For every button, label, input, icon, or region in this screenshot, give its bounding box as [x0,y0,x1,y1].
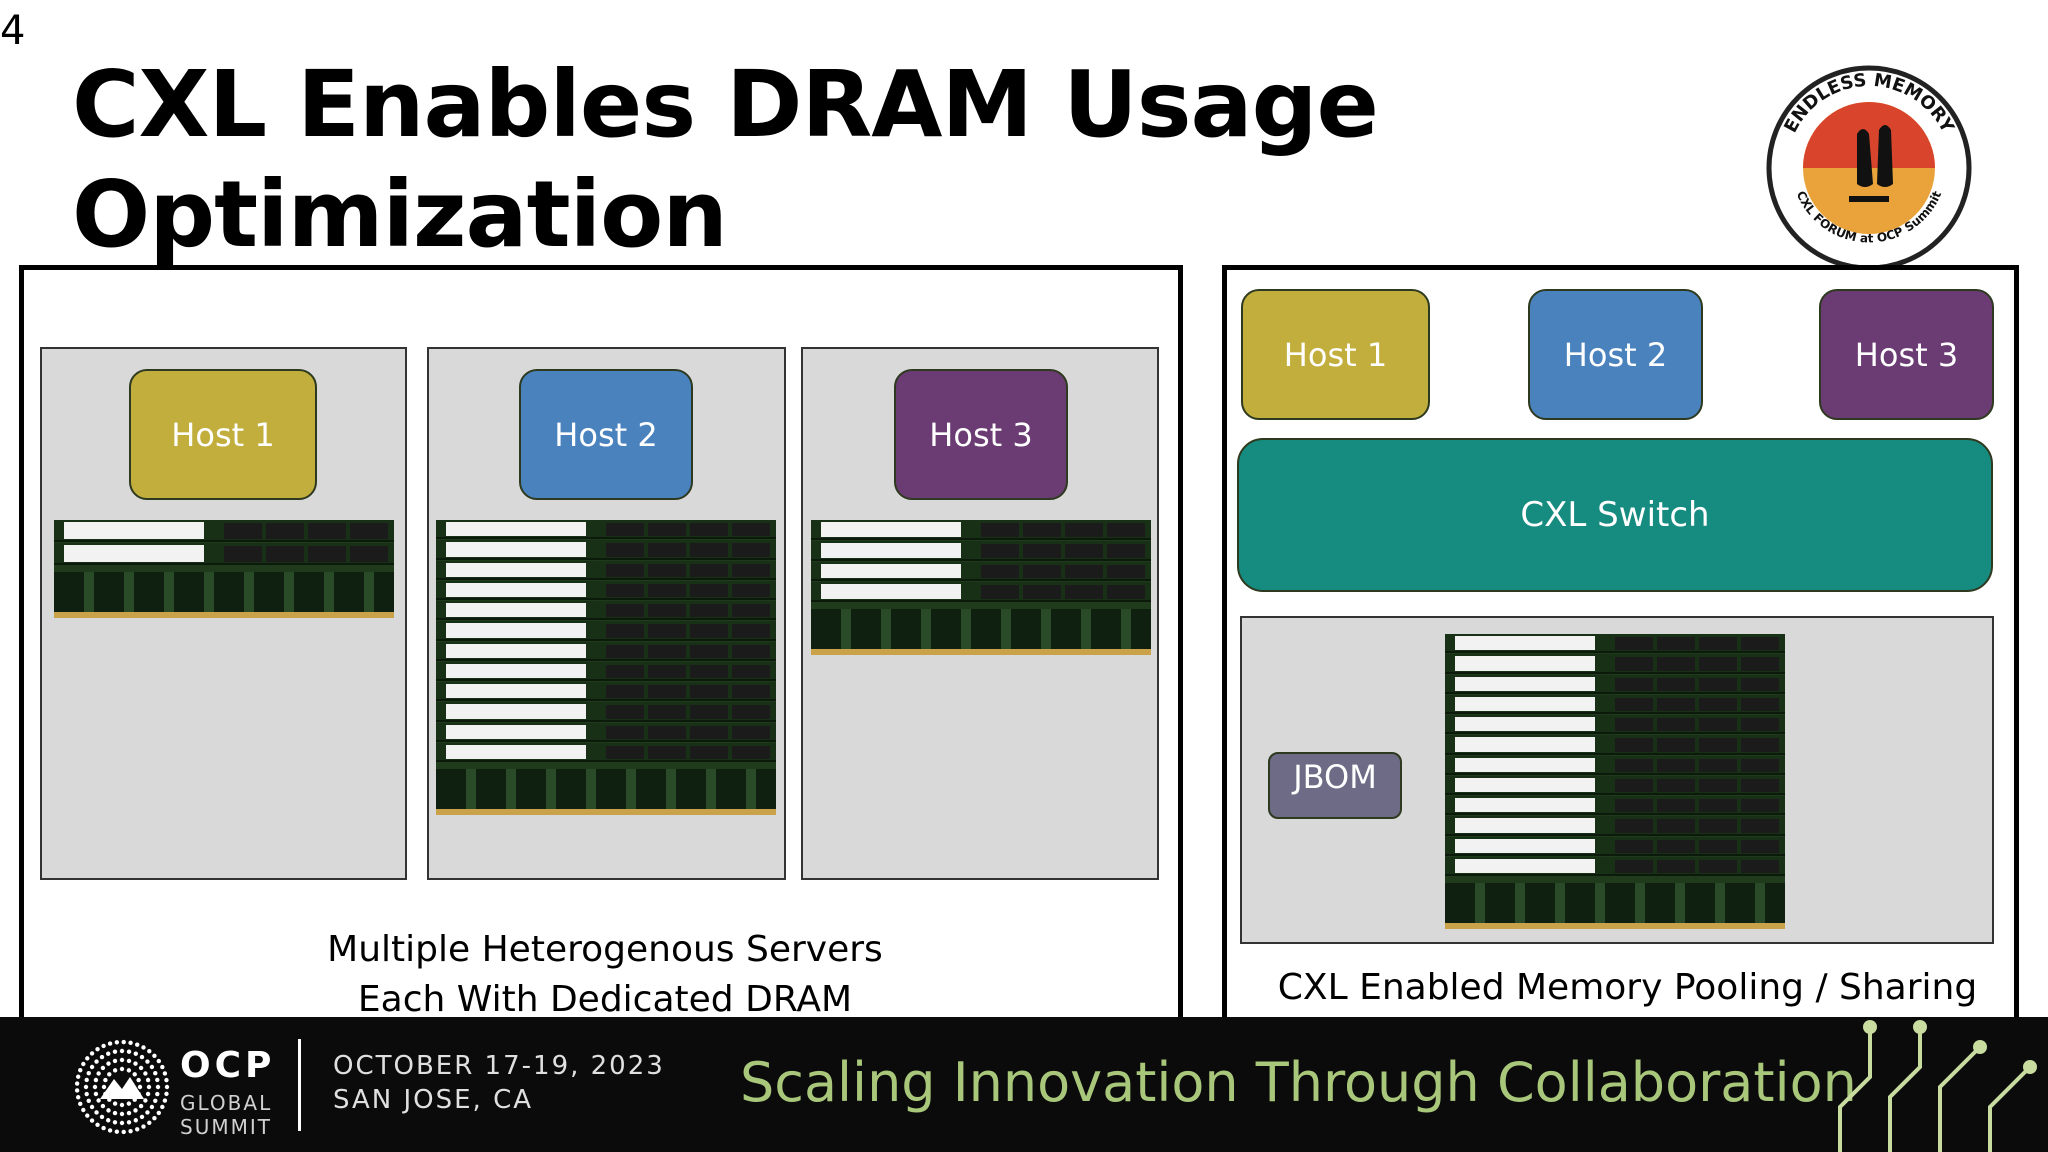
left-panel-caption: Multiple Heterogenous Servers Each With … [220,925,990,1025]
dram-stick [1445,735,1785,755]
dram-stick [1445,816,1785,836]
dram-stick [811,561,1151,582]
jbom-box: JBOM [1268,752,1402,819]
dram-stick [436,540,776,560]
dram-stick [811,520,1151,540]
ocp-sub-summit: SUMMIT [180,1115,272,1139]
right-panel-caption: CXL Enabled Memory Pooling / Sharing [1277,967,1978,1008]
dram-stick [1445,755,1785,775]
dram-stick [1445,674,1785,694]
dram-stick [436,742,776,762]
dram-stick [436,702,776,722]
dram-stick [436,641,776,661]
dram-stick [811,540,1151,561]
dram-stick [54,543,394,565]
event-location: SAN JOSE, CA [333,1085,534,1115]
summit-tagline: Scaling Innovation Through Collaboration [740,1051,1857,1114]
dram-stick [436,601,776,621]
title-line-2: Optimization [72,161,728,268]
dram-stick [1445,634,1785,654]
dram-module-stack-2 [436,520,776,815]
ocp-wordmark: OCP [180,1045,276,1086]
dram-stick [436,661,776,681]
cxl-switch-box: CXL Switch [1237,438,1993,592]
circuit-trace-decoration-icon [1838,1020,2037,1152]
dram-stick [436,682,776,702]
dram-stick [1445,715,1785,735]
dram-stick [1445,856,1785,876]
dram-stick [436,580,776,600]
dram-stick [1445,654,1785,674]
pooled-dram-module-stack [1445,634,1785,929]
dram-stick [811,582,1151,602]
host-3-box: Host 3 [894,369,1068,500]
left-caption-line-1: Multiple Heterogenous Servers [327,929,883,970]
pool-host-2-box: Host 2 [1528,289,1703,420]
pool-host-3-box: Host 3 [1819,289,1994,420]
left-caption-line-2: Each With Dedicated DRAM [357,979,853,1020]
dram-stick [436,621,776,641]
dram-stick [436,722,776,742]
endless-memory-logo-icon: ENDLESS MEMORY CXL FORUM at OCP Summit [1766,65,1972,271]
dram-stick [436,560,776,580]
dram-module-stack-1 [54,520,394,618]
footer-divider [298,1039,301,1131]
ocp-sub-global: GLOBAL [180,1091,273,1115]
dram-stick [54,520,394,542]
slide-number: 4 [0,8,26,54]
dram-module-stack-3 [811,520,1151,655]
dram-stick [1445,775,1785,795]
host-1-box: Host 1 [129,369,317,500]
dram-stick [1445,836,1785,856]
dram-stick [1445,694,1785,714]
footer-bar: OCP GLOBAL SUMMIT OCTOBER 17-19, 2023 SA… [0,1017,2048,1152]
dram-stick [1445,796,1785,816]
event-date: OCTOBER 17-19, 2023 [333,1051,665,1081]
slide-title: CXL Enables DRAM Usage Optimization [72,50,1379,270]
title-line-1: CXL Enables DRAM Usage [72,51,1379,158]
host-2-box: Host 2 [519,369,693,500]
dram-stick [436,520,776,540]
pool-host-1-box: Host 1 [1241,289,1430,420]
ocp-globe-logo-icon [74,1039,170,1135]
